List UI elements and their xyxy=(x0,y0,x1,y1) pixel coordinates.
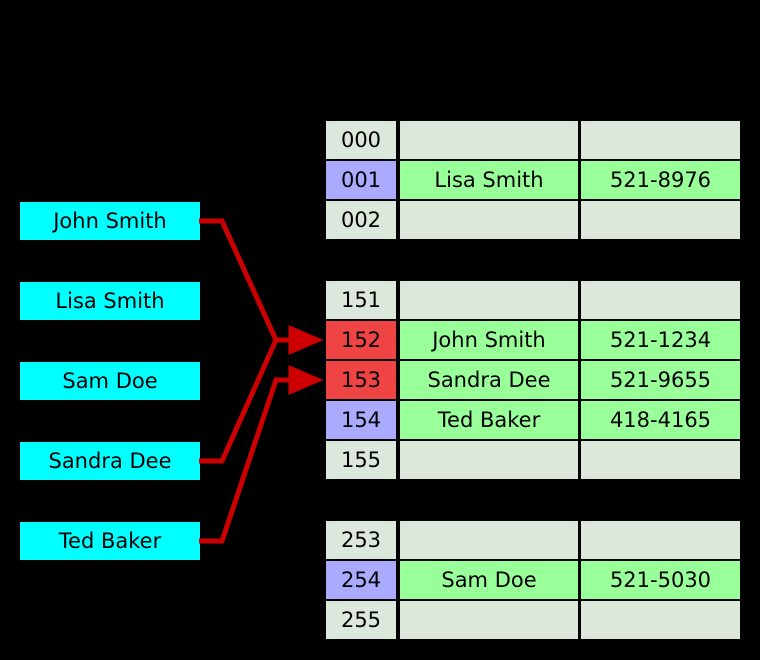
slot-index: 000 xyxy=(326,121,396,159)
slot-phone: 521-5030 xyxy=(581,561,740,599)
key-label: Sandra Dee xyxy=(48,449,172,473)
slot-name xyxy=(400,521,578,559)
slot-name xyxy=(400,601,578,639)
slot-index: 154 xyxy=(326,401,396,439)
key-box-ted-baker[interactable]: Ted Baker xyxy=(20,522,200,560)
slot-phone: 521-9655 xyxy=(581,361,740,399)
table-row[interactable]: 151 xyxy=(326,280,740,320)
table-row[interactable]: 254 Sam Doe 521-5030 xyxy=(326,560,740,600)
table-row[interactable]: 000 xyxy=(326,120,740,160)
key-box-john-smith[interactable]: John Smith xyxy=(20,202,200,240)
slot-name xyxy=(400,201,578,239)
key-box-sam-doe[interactable]: Sam Doe xyxy=(20,362,200,400)
slot-phone xyxy=(581,281,740,319)
slot-index: 255 xyxy=(326,601,396,639)
slot-name: Sam Doe xyxy=(400,561,578,599)
table-row[interactable]: 153 Sandra Dee 521-9655 xyxy=(326,360,740,400)
key-box-sandra-dee[interactable]: Sandra Dee xyxy=(20,442,200,480)
slot-name: John Smith xyxy=(400,321,578,359)
slot-index: 254 xyxy=(326,561,396,599)
slot-name: Ted Baker xyxy=(400,401,578,439)
slot-index: 253 xyxy=(326,521,396,559)
slot-phone: 418-4165 xyxy=(581,401,740,439)
slot-phone xyxy=(581,201,740,239)
slot-phone xyxy=(581,601,740,639)
slot-index: 151 xyxy=(326,281,396,319)
slot-index: 001 xyxy=(326,161,396,199)
slot-name xyxy=(400,441,578,479)
table-row[interactable]: 002 xyxy=(326,200,740,240)
slot-phone xyxy=(581,121,740,159)
connector-ted-baker-to-153 xyxy=(199,365,324,544)
table-row[interactable]: 001 Lisa Smith 521-8976 xyxy=(326,160,740,200)
slot-index: 155 xyxy=(326,441,396,479)
slot-phone xyxy=(581,521,740,559)
table-row[interactable]: 155 xyxy=(326,440,740,480)
slot-name xyxy=(400,121,578,159)
slot-name: Lisa Smith xyxy=(400,161,578,199)
slot-phone: 521-1234 xyxy=(581,321,740,359)
connector-john-smith-to-152 xyxy=(199,218,324,355)
table-row[interactable]: 255 xyxy=(326,600,740,640)
key-label: Ted Baker xyxy=(58,529,162,553)
slot-index: 153 xyxy=(326,361,396,399)
connector-sandra-dee-to-152 xyxy=(199,338,279,464)
key-label: Sam Doe xyxy=(62,369,158,393)
slot-name: Sandra Dee xyxy=(400,361,578,399)
table-row[interactable]: 154 Ted Baker 418-4165 xyxy=(326,400,740,440)
key-box-lisa-smith[interactable]: Lisa Smith xyxy=(20,282,200,320)
table-row[interactable]: 152 John Smith 521-1234 xyxy=(326,320,740,360)
key-label: John Smith xyxy=(53,209,167,233)
slot-phone: 521-8976 xyxy=(581,161,740,199)
key-label: Lisa Smith xyxy=(55,289,165,313)
slot-index: 002 xyxy=(326,201,396,239)
slot-phone xyxy=(581,441,740,479)
table-row[interactable]: 253 xyxy=(326,520,740,560)
slot-name xyxy=(400,281,578,319)
slot-index: 152 xyxy=(326,321,396,359)
